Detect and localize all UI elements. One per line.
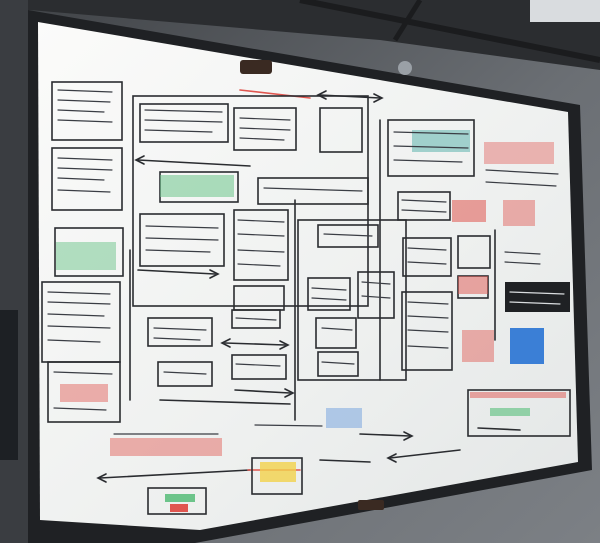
handwriting-scribbles xyxy=(47,89,565,435)
left-wall-strip xyxy=(0,0,28,543)
left-dark-panel xyxy=(0,310,18,460)
ceiling-light xyxy=(530,0,600,22)
board-surface xyxy=(38,22,578,530)
board-magnet xyxy=(398,61,412,75)
ceiling-beam xyxy=(299,0,600,63)
diagram-color-notes xyxy=(56,130,570,512)
ceiling xyxy=(0,0,600,70)
diagram-sketch xyxy=(41,81,571,515)
board-clip xyxy=(240,60,272,74)
marker-tray-item xyxy=(358,500,384,510)
ceiling-beam-2 xyxy=(392,0,423,42)
